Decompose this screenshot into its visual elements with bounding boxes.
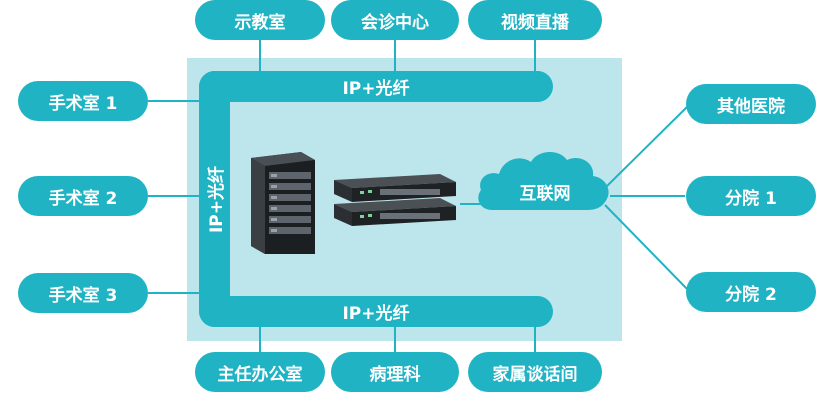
node-branch-1: 分院 1 — [686, 176, 816, 216]
bus-bottom-label: IP+光纤 — [342, 304, 410, 324]
bus-top-label: IP+光纤 — [342, 79, 410, 99]
node-video-live: 视频直播 — [468, 0, 602, 40]
bus-bottom: IP+光纤 — [199, 296, 553, 327]
cloud-icon — [478, 151, 609, 210]
node-pathology: 病理科 — [331, 352, 459, 392]
node-operating-room-2: 手术室 2 — [18, 176, 148, 216]
node-operating-room-1: 手术室 1 — [18, 81, 148, 121]
node-branch-2: 分院 2 — [686, 272, 816, 312]
node-family-room: 家属谈话间 — [468, 352, 602, 392]
node-consultation-center: 会诊中心 — [331, 0, 459, 40]
bus-left: IP+光纤 — [199, 71, 230, 327]
node-teaching-room: 示教室 — [195, 0, 325, 40]
network-switch-icon — [334, 174, 456, 226]
node-operating-room-3: 手术室 3 — [18, 273, 148, 313]
node-other-hospital: 其他医院 — [686, 84, 816, 124]
server-rack-icon — [251, 152, 315, 254]
connector-right-3 — [604, 204, 691, 293]
bus-left-label: IP+光纤 — [207, 165, 227, 233]
node-director-office: 主任办公室 — [195, 352, 325, 392]
cloud-label: 互联网 — [519, 183, 571, 204]
connector-right-1 — [604, 103, 691, 189]
bus-top: IP+光纤 — [199, 71, 553, 102]
